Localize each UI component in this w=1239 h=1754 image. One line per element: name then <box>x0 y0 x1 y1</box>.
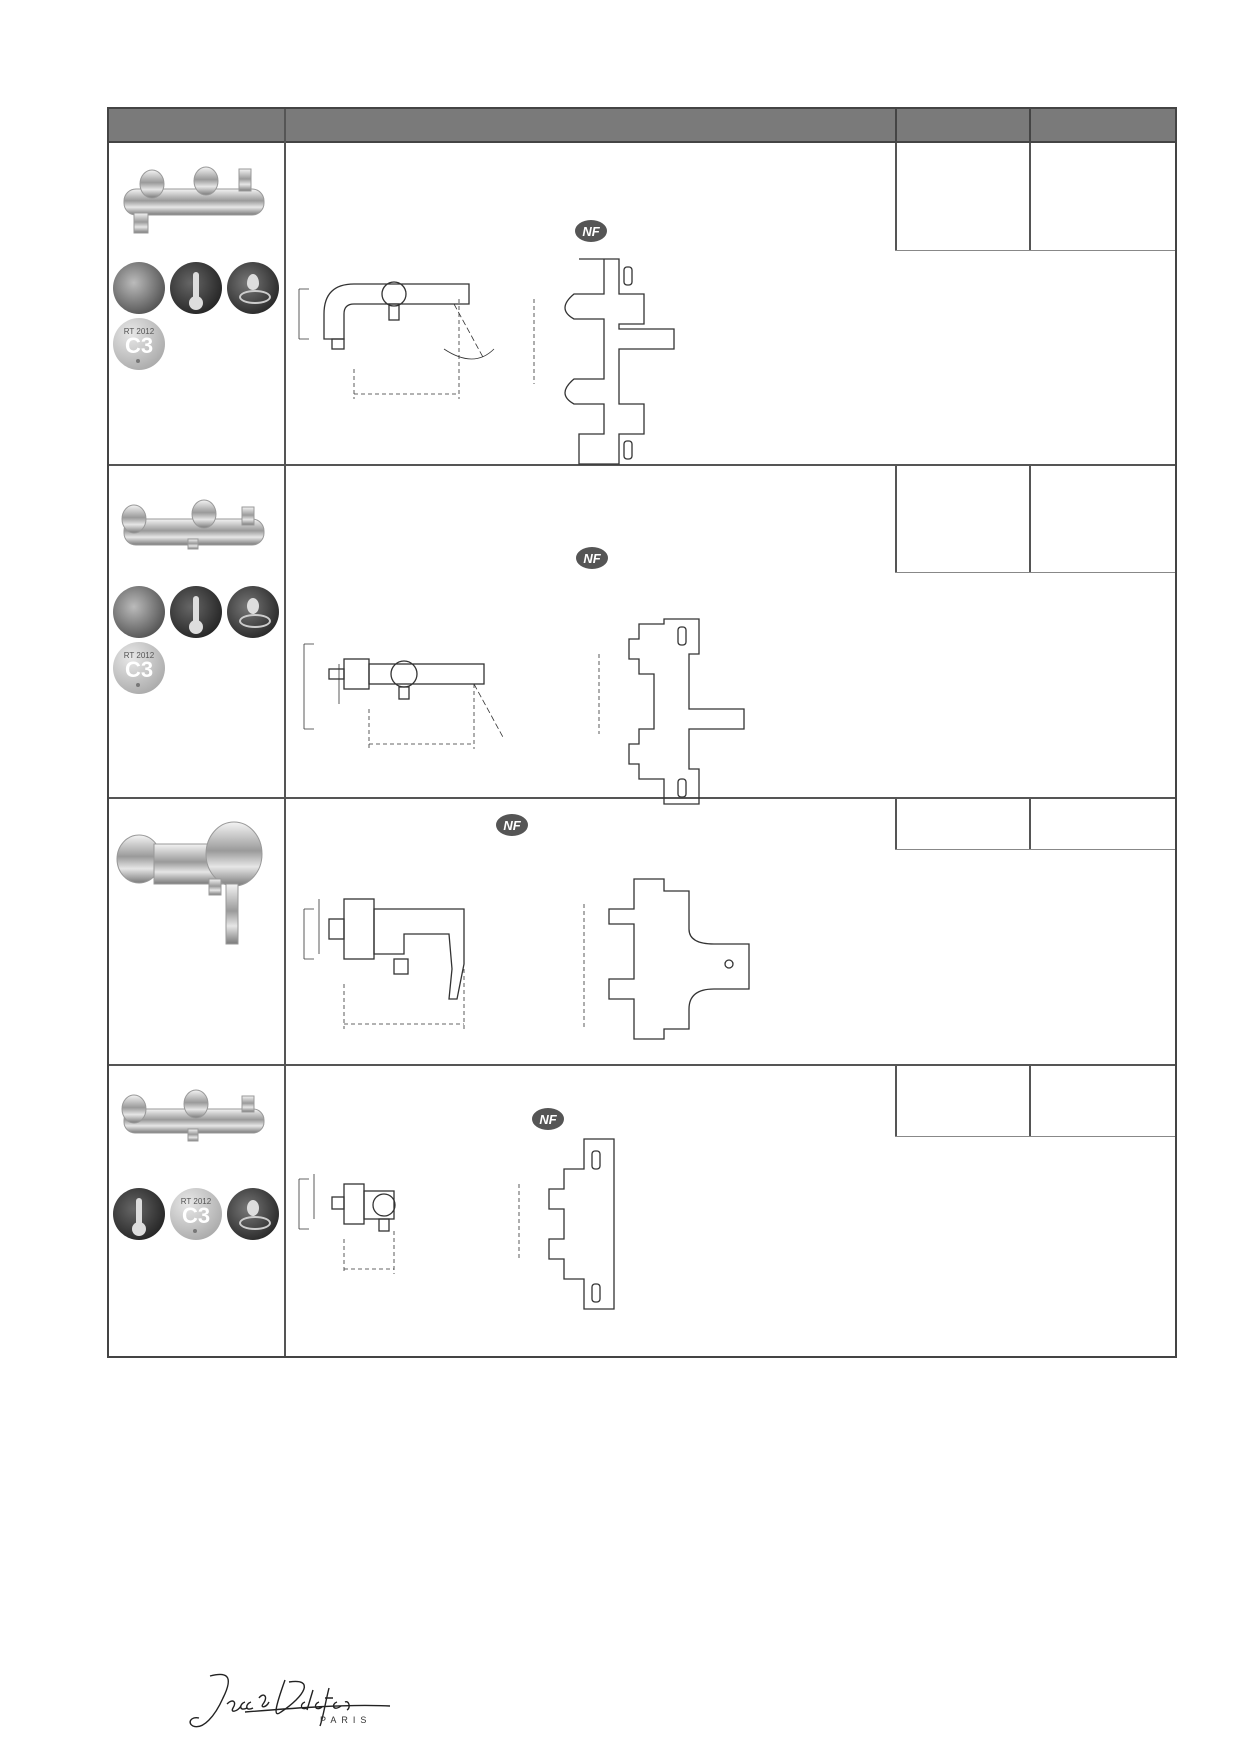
water-drop-icon <box>227 262 279 314</box>
cell-divider <box>895 572 1175 573</box>
technical-drawing <box>298 1138 615 1310</box>
nf-certification-mark: NF <box>532 1108 564 1130</box>
cell-divider <box>895 250 1175 251</box>
thermometer-icon <box>113 1188 165 1240</box>
cell-divider <box>895 466 897 573</box>
thermometer-icon <box>170 262 222 314</box>
cell-divider <box>1029 1066 1031 1137</box>
product-photo <box>123 166 265 234</box>
brand-subtitle: PARIS <box>320 1715 372 1725</box>
product-photo <box>116 821 263 945</box>
cell-divider <box>1029 799 1031 850</box>
hand-drop-icon <box>113 586 165 638</box>
row-divider <box>109 464 1175 466</box>
column-divider <box>895 109 897 143</box>
water-drop-icon <box>227 1188 279 1240</box>
product-table: RT 2012 C3 NF RT 2012 C3 NF <box>107 107 1177 1358</box>
technical-drawing <box>303 618 745 805</box>
rt2012-c3-badge: RT 2012 C3 <box>113 642 165 694</box>
hand-drop-icon <box>113 262 165 314</box>
nf-certification-mark: NF <box>576 547 608 569</box>
cell-divider <box>1029 143 1031 251</box>
rt2012-c3-badge: RT 2012 C3 <box>113 318 165 370</box>
nf-certification-mark: NF <box>575 220 607 242</box>
technical-drawing <box>303 878 750 1040</box>
column-divider <box>284 109 286 1356</box>
cell-divider <box>895 1136 1175 1137</box>
signature-logo <box>189 1673 391 1728</box>
product-photo <box>121 499 265 550</box>
table-header <box>109 109 1175 143</box>
thermometer-icon <box>170 586 222 638</box>
nf-certification-mark: NF <box>496 814 528 836</box>
water-drop-icon <box>227 586 279 638</box>
row-divider <box>109 1064 1175 1066</box>
cell-divider <box>895 849 1175 850</box>
cell-divider <box>895 143 897 251</box>
technical-drawing <box>298 258 675 465</box>
product-photo <box>121 1089 265 1142</box>
column-divider <box>1029 109 1031 143</box>
cell-divider <box>895 799 897 850</box>
rt2012-c3-badge: RT 2012 C3 <box>170 1188 222 1240</box>
cell-divider <box>895 1066 897 1137</box>
cell-divider <box>1029 466 1031 573</box>
row-divider <box>109 797 1175 799</box>
